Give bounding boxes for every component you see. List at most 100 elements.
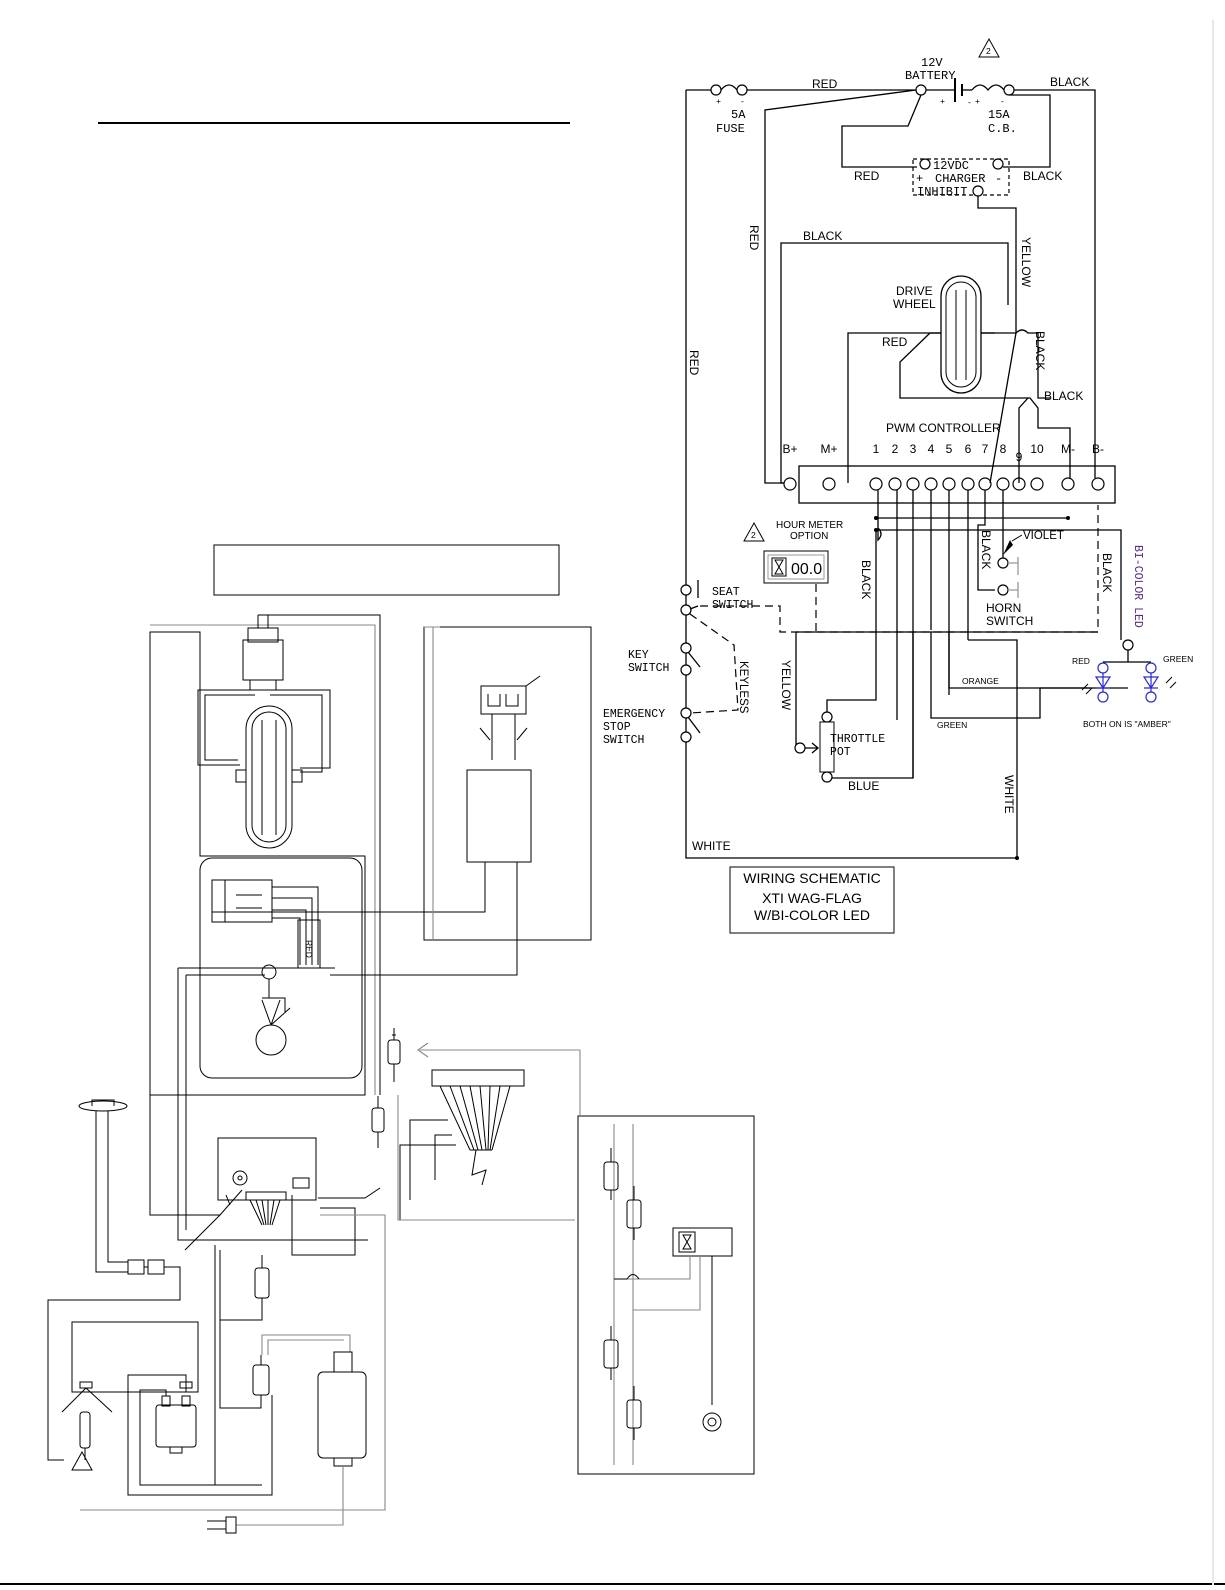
seat-switch-line2: SWITCH [712,599,753,612]
wire-label-red-charger: RED [854,169,880,183]
horn-switch-line1: HORN [986,601,1021,615]
controller-terminal-label: 1 [873,442,880,456]
svg-text:+: + [916,172,923,186]
wire-label-yellow-throttle: YELLOW [779,660,793,711]
pictorial-flag-mount [78,1100,128,1112]
wire-label-white-bottom: WHITE [692,839,731,853]
estop-line2: STOP [603,721,631,734]
pictorial-horn-switch [255,1024,287,1056]
caption-box [213,544,560,596]
pictorial-wheel [245,705,293,849]
controller-terminal [869,477,883,491]
breaker-label: C.B. [988,122,1017,136]
controller-title: PWM CONTROLLER [886,421,1001,435]
battery-label: BATTERY [905,69,955,83]
svg-text:+: + [716,96,721,106]
revision-triangle-small [71,1450,93,1471]
pictorial-breaker [155,1404,197,1448]
wire-label-violet: VIOLET [1023,530,1064,542]
charger-inhibit: 12VDC + CHARGER - INHIBIT [912,158,1010,199]
title-block: WIRING SCHEMATIC XTI WAG-FLAG W/BI-COLOR… [729,866,895,934]
wire-label-red-left: RED [687,350,701,376]
wire-label-black-led: BLACK [1100,553,1114,592]
wire-label-white-right: WHITE [1002,775,1016,814]
wire-label-orange: ORANGE [962,676,999,686]
battery-symbol: + - [915,78,971,107]
wire-label-red-bplus: RED [747,225,761,251]
left-header [98,122,570,596]
svg-text:-: - [741,96,744,106]
controller-terminal [1030,477,1044,491]
horn-switch-line2: SWITCH [986,614,1033,628]
fuse-rating: 5A [731,108,746,122]
led-red-label: RED [1072,656,1090,666]
controller-terminal [783,477,797,491]
estop-line1: EMERGENCY [603,708,665,721]
pictorial-red-label: RED [304,940,314,958]
emergency-stop-switch: EMERGENCY STOP SWITCH [603,707,701,747]
battery-revision-triangle: 2 [978,37,1000,58]
hour-meter-line2: OPTION [790,531,828,542]
controller-terminal [822,477,836,491]
svg-text:2: 2 [751,530,756,540]
led-green-label: GREEN [1163,654,1193,664]
wiring-schematic: 2 12V BATTERY + - + - 15A C.B. + - 5A FU… [0,20,1225,1585]
controller-terminal [942,477,956,491]
controller-terminal [961,477,975,491]
controller-terminal-label: 6 [965,442,972,456]
title-line1: WIRING SCHEMATIC [743,870,880,886]
controller-terminal-label: M+ [820,442,837,456]
controller-terminal [924,477,938,491]
keyless-label: KEYLESS [737,661,749,714]
wire-label-yellow-inhibit: YELLOW [1019,237,1033,288]
svg-text:2: 2 [986,46,991,56]
hour-meter-line1: HOUR METER [776,520,843,531]
led-label: BI-COLOR LED [1131,545,1144,628]
pictorial-layout: RED [47,614,755,1534]
charger-line3: INHIBIT [917,185,967,199]
controller-terminal-label: 8 [1000,442,1007,456]
controller-terminal [1061,477,1075,491]
wire-label-black-charger: BLACK [1023,169,1062,183]
svg-text:-: - [968,97,971,107]
charger-line2: CHARGER [935,172,985,186]
throttle-pot-line1: THROTTLE [830,733,885,746]
controller-terminal-label: 10 [1030,442,1044,456]
breaker-rating: 15A [988,108,1010,122]
drive-wheel-line2: WHEEL [893,297,936,311]
throttle-pot: THROTTLE POT [794,711,885,783]
svg-text:+: + [940,96,945,106]
hour-meter-display: 00.0 [791,561,822,578]
controller-terminal-label: 3 [910,442,917,456]
controller-terminal-label: 7 [982,442,989,456]
throttle-pot-line2: POT [830,746,851,759]
wire-label-black-wheel: BLACK [803,229,842,243]
controller-terminal [978,477,992,491]
pictorial-hour-meter-box [577,1115,755,1475]
wire-label-black-throttle: BLACK [859,560,873,599]
wire-label-black-wheel-right: BLACK [1033,331,1047,370]
wire-label-black-horn: BLACK [979,530,993,569]
svg-text:-: - [1001,96,1004,106]
wire-label-green: GREEN [937,720,967,730]
svg-text:-: - [995,172,1002,186]
fuse-label: FUSE [716,122,745,136]
pictorial-pwm-controller [217,1137,317,1201]
wire-label-black-top: BLACK [1050,75,1089,89]
battery-voltage: 12V [921,56,943,70]
title-line3: W/BI-COLOR LED [754,907,870,923]
circuit-breaker-symbol: + - 15A C.B. [962,84,1017,136]
led-note: BOTH ON IS "AMBER" [1083,719,1171,729]
pictorial-key-box [423,626,592,941]
controller-terminal [1091,477,1105,491]
drive-wheel: DRIVE WHEEL [893,275,995,394]
key-switch-line1: KEY [628,649,649,662]
wire-label-red-top: RED [812,77,838,91]
key-switch-line2: SWITCH [628,662,669,675]
bi-color-led: BI-COLOR LED BLACK RED GREEN BOTH ON IS … [1072,529,1193,729]
title-line2: XTI WAG-FLAG [762,890,862,906]
horn-switch: VIOLET HORN SWITCH [986,530,1064,628]
hour-meter-option: 2 HOUR METER OPTION 00.0 [743,520,843,584]
